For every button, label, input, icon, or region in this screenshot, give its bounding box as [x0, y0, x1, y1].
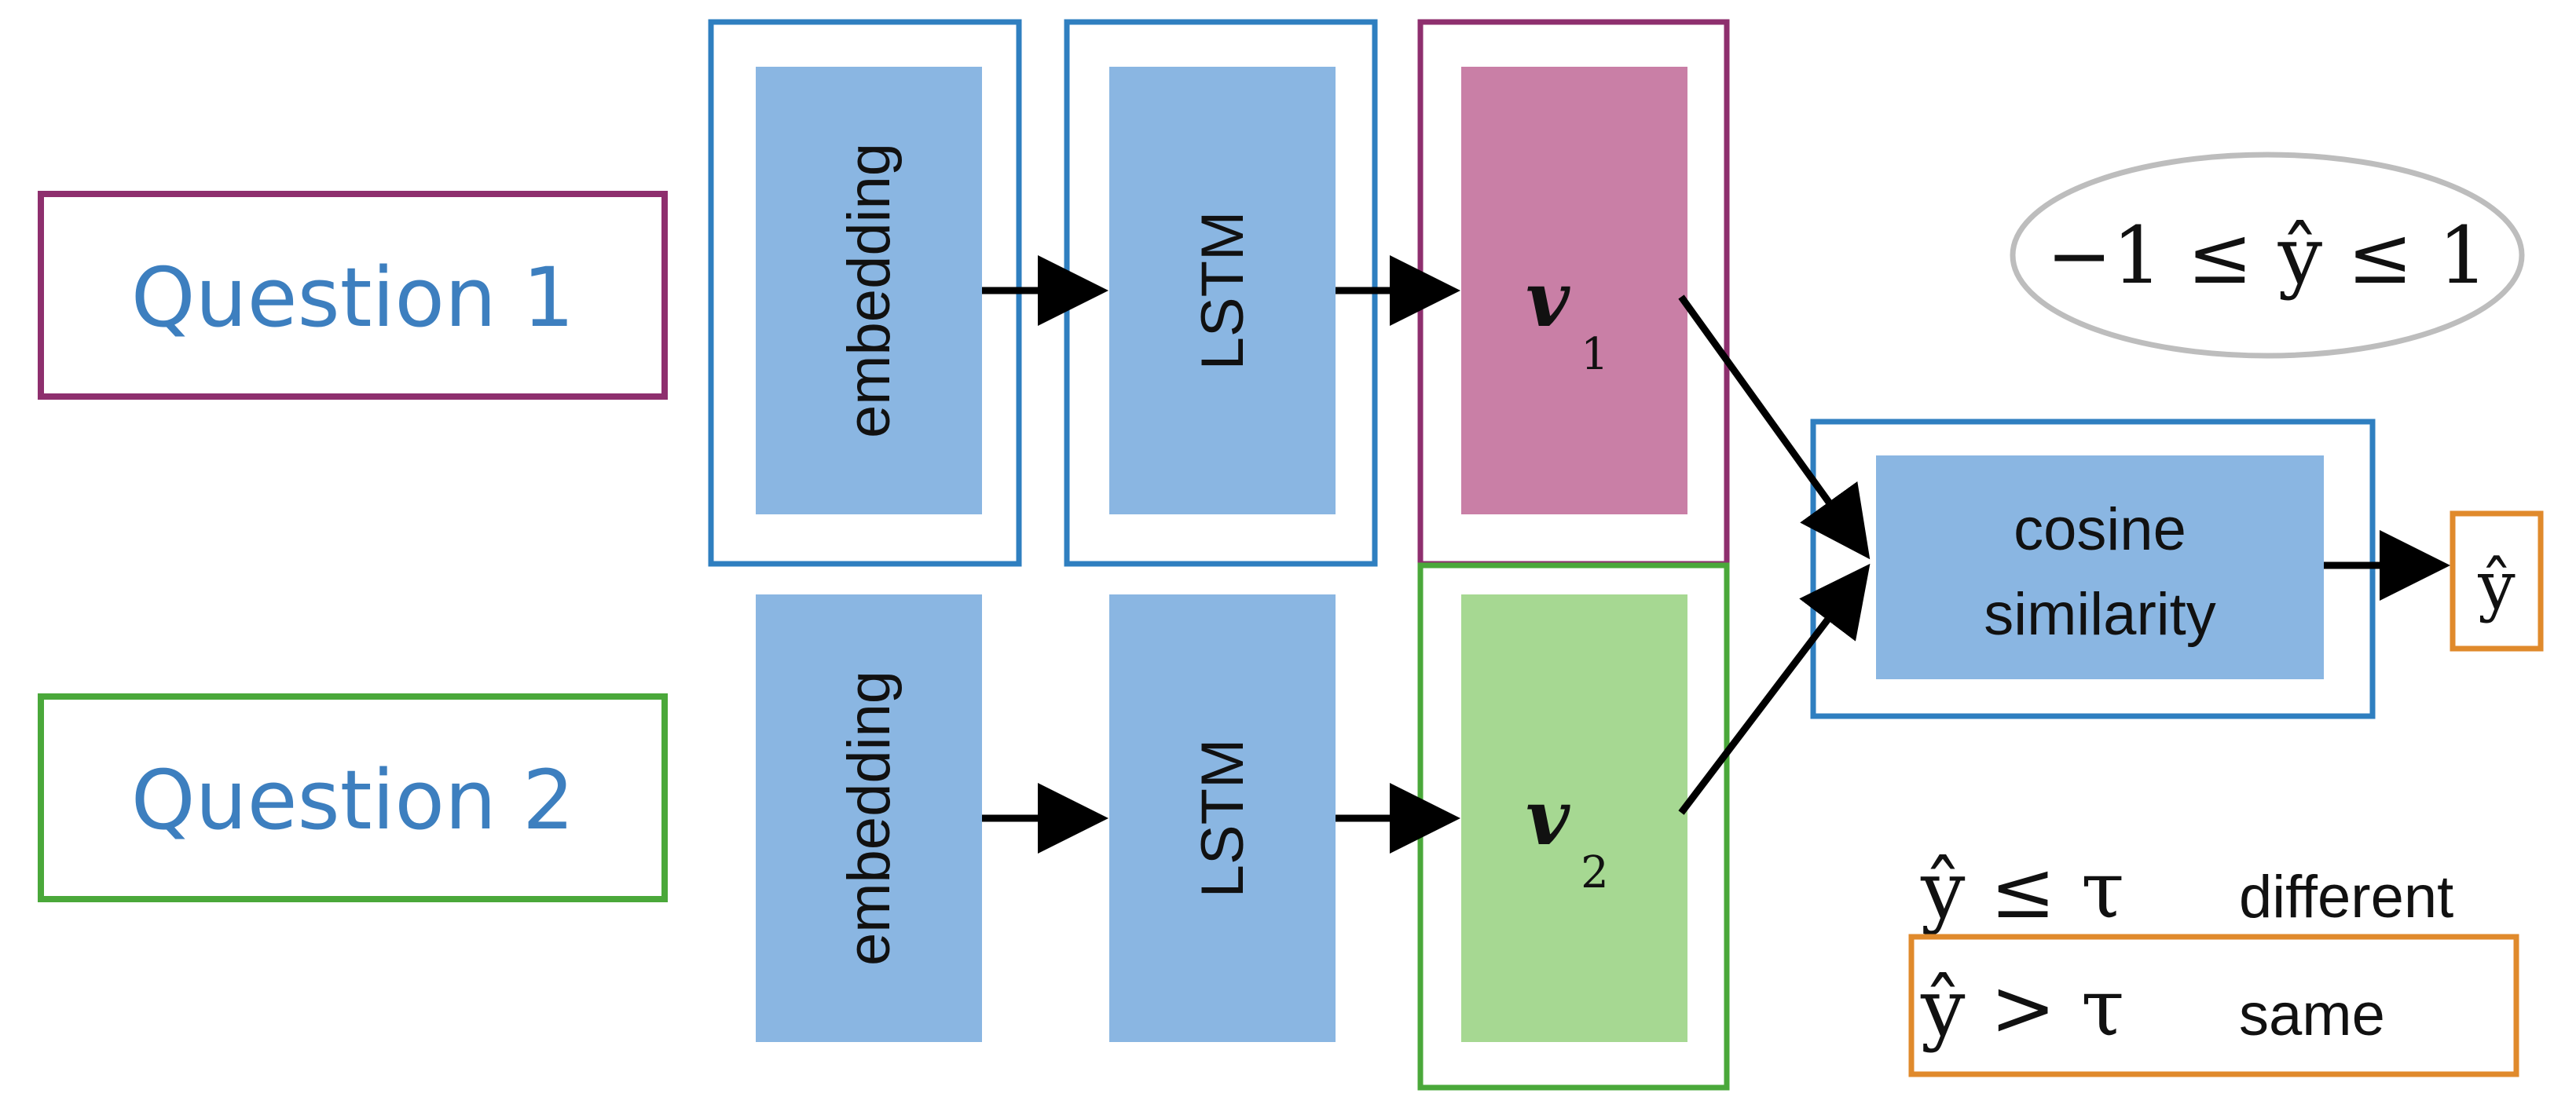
- vector-v2-subscript: 2: [1581, 847, 1609, 898]
- embedding-block-2: embedding: [756, 594, 982, 1042]
- vector-v2-symbol: v: [1526, 773, 1570, 862]
- rule-different-label: different: [2239, 864, 2453, 931]
- rule-same-expression: ŷ > τ: [1920, 962, 2124, 1054]
- vector-v1-subscript: 1: [1581, 329, 1609, 380]
- lstm-block-1: LSTM: [1109, 67, 1336, 514]
- arrow-v1-to-cosine: [1678, 294, 1871, 560]
- lstm-label-1: LSTM: [1189, 211, 1256, 371]
- vector-v1-symbol: v: [1526, 255, 1570, 344]
- question-2-label: Question 2: [131, 752, 574, 848]
- output-box: ŷ: [2450, 510, 2544, 652]
- embedding-label-1: embedding: [836, 143, 903, 438]
- embedding-block-1: embedding: [756, 67, 982, 514]
- rule-same-label: same: [2239, 982, 2385, 1048]
- question-1-box: Question 1: [38, 191, 668, 400]
- output-label: ŷ: [2477, 547, 2516, 624]
- question-1-label: Question 1: [131, 250, 574, 346]
- range-text: −1 ≤ ŷ ≤ 1: [2047, 210, 2488, 302]
- rule-different-expression: ŷ ≤ τ: [1920, 844, 2124, 936]
- lstm-label-2: LSTM: [1189, 739, 1256, 898]
- cosine-similarity-block: cosine similarity: [1810, 419, 2376, 719]
- vector-v2-block: v 2: [1417, 562, 1730, 1091]
- connector-arrows: [982, 255, 2450, 854]
- range-ellipse: −1 ≤ ŷ ≤ 1: [2010, 152, 2525, 359]
- decision-rule-different: ŷ ≤ τ different: [1920, 844, 2453, 936]
- lstm-block-2: LSTM: [1109, 594, 1336, 1042]
- vector-v1-block: v 1: [1417, 19, 1730, 567]
- arrow-v2-to-cosine: [1678, 563, 1871, 815]
- embedding-label-2: embedding: [836, 671, 903, 966]
- decision-rule-same: ŷ > τ same: [1908, 934, 2519, 1077]
- question-2-box: Question 2: [38, 693, 668, 902]
- cosine-label-line-1: cosine: [2014, 496, 2186, 563]
- cosine-label-line-2: similarity: [1984, 581, 2216, 648]
